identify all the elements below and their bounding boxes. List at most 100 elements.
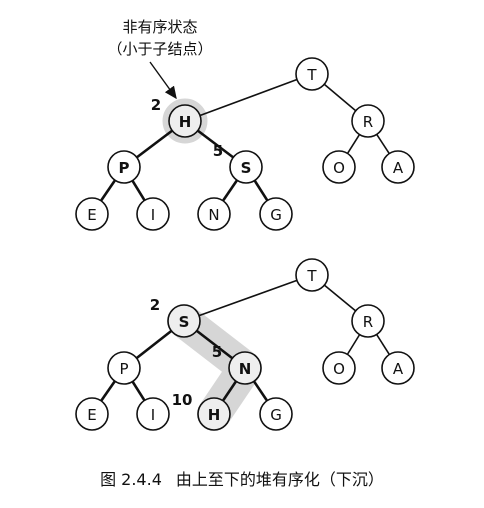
node-a: A (381, 351, 415, 385)
node-i: I (136, 197, 170, 231)
node-t: T (295, 57, 329, 91)
node-circle (295, 258, 329, 292)
node-label: A (393, 159, 404, 177)
edge-h-p (135, 129, 174, 159)
node-circle (75, 397, 109, 431)
node-r: R (351, 304, 385, 338)
node-circle (322, 150, 356, 184)
node-s: S2 (150, 296, 201, 338)
node-label: T (306, 267, 317, 285)
node-circle (228, 351, 262, 385)
node-s: S5 (213, 142, 263, 184)
node-circle (295, 57, 329, 91)
node-circle (259, 197, 293, 231)
node-circle (197, 197, 231, 231)
annotation: 非有序状态 （小于子结点） (107, 18, 213, 100)
node-label: G (270, 406, 282, 424)
edge-p-i (131, 380, 146, 402)
node-circle (136, 197, 170, 231)
edge-t-h (199, 78, 298, 117)
node-h: H2 (151, 96, 202, 138)
edge-r-o (346, 134, 361, 154)
node-circle (197, 397, 231, 431)
edge-p-i (131, 179, 146, 202)
figure-title: 由上至下的堆有序化（下沉） (175, 470, 384, 489)
node-label: O (333, 360, 345, 378)
node-o: O (322, 150, 356, 184)
node-label: G (270, 206, 282, 224)
node-circle (381, 150, 415, 184)
edge-s-g (253, 179, 269, 202)
node-circle (136, 397, 170, 431)
edge-t-s (198, 279, 298, 317)
edge-r-o (346, 334, 361, 355)
node-p: P (107, 351, 141, 385)
node-e: E (75, 197, 109, 231)
node-circle (381, 351, 415, 385)
node-r: R (351, 104, 385, 138)
node-o: O (322, 351, 356, 385)
node-label: I (151, 406, 155, 424)
node-index-label: 5 (212, 343, 222, 361)
node-index-label: 5 (213, 142, 223, 160)
node-circle (107, 150, 141, 184)
edge-p-e (99, 179, 117, 202)
node-label: N (208, 206, 219, 224)
node-label: S (179, 313, 190, 331)
annotation-arrow (149, 61, 177, 100)
node-index-label: 2 (151, 96, 161, 114)
node-label: P (119, 360, 128, 378)
node-p: P (107, 150, 141, 184)
node-label: H (208, 406, 221, 424)
node-a: A (381, 150, 415, 184)
edge-s-p (135, 329, 173, 360)
annotation-line-1: 非有序状态 (122, 18, 197, 36)
node-circle (351, 304, 385, 338)
node-h: H 10 (172, 391, 231, 431)
node-n: N5 (212, 343, 262, 385)
node-g: G (259, 397, 293, 431)
node-label: A (393, 360, 404, 378)
node-n: N (197, 197, 231, 231)
edge-r-a (376, 133, 390, 155)
node-index-label: 2 (150, 296, 160, 314)
node-label: E (87, 406, 96, 424)
node-label: I (151, 206, 155, 224)
node-t: T (295, 258, 329, 292)
node-i: I (136, 397, 170, 431)
edge-h-s (196, 129, 235, 159)
node-label: R (363, 113, 373, 131)
edge-t-r (323, 284, 357, 312)
node-circle (167, 304, 201, 338)
node-label: N (239, 360, 252, 378)
edge-t-r (323, 83, 357, 112)
edge-s-n (221, 179, 239, 202)
annotation-line-2: （小于子结点） (107, 40, 212, 58)
node-label: T (306, 66, 317, 84)
edge-p-e (100, 380, 116, 402)
edge-s-n (195, 329, 234, 360)
node-circle (229, 150, 263, 184)
node-g: G (259, 197, 293, 231)
node-label: E (87, 206, 96, 224)
node-circle (259, 397, 293, 431)
node-label: H (179, 113, 192, 131)
node-label: R (363, 313, 373, 331)
edge-n-g (252, 380, 269, 402)
node-circle (351, 104, 385, 138)
node-label: P (119, 159, 130, 177)
node-index-label: 10 (172, 391, 193, 409)
node-circle (107, 351, 141, 385)
node-circle (168, 104, 202, 138)
node-label: O (333, 159, 345, 177)
edge-n-h (221, 380, 238, 402)
edge-r-a (375, 334, 391, 355)
node-circle (322, 351, 356, 385)
figure-number: 图 2.4.4 (100, 470, 162, 489)
node-e: E (75, 397, 109, 431)
node-circle (75, 197, 109, 231)
figure-caption: 图 2.4.4 由上至下的堆有序化（下沉） (0, 466, 484, 490)
